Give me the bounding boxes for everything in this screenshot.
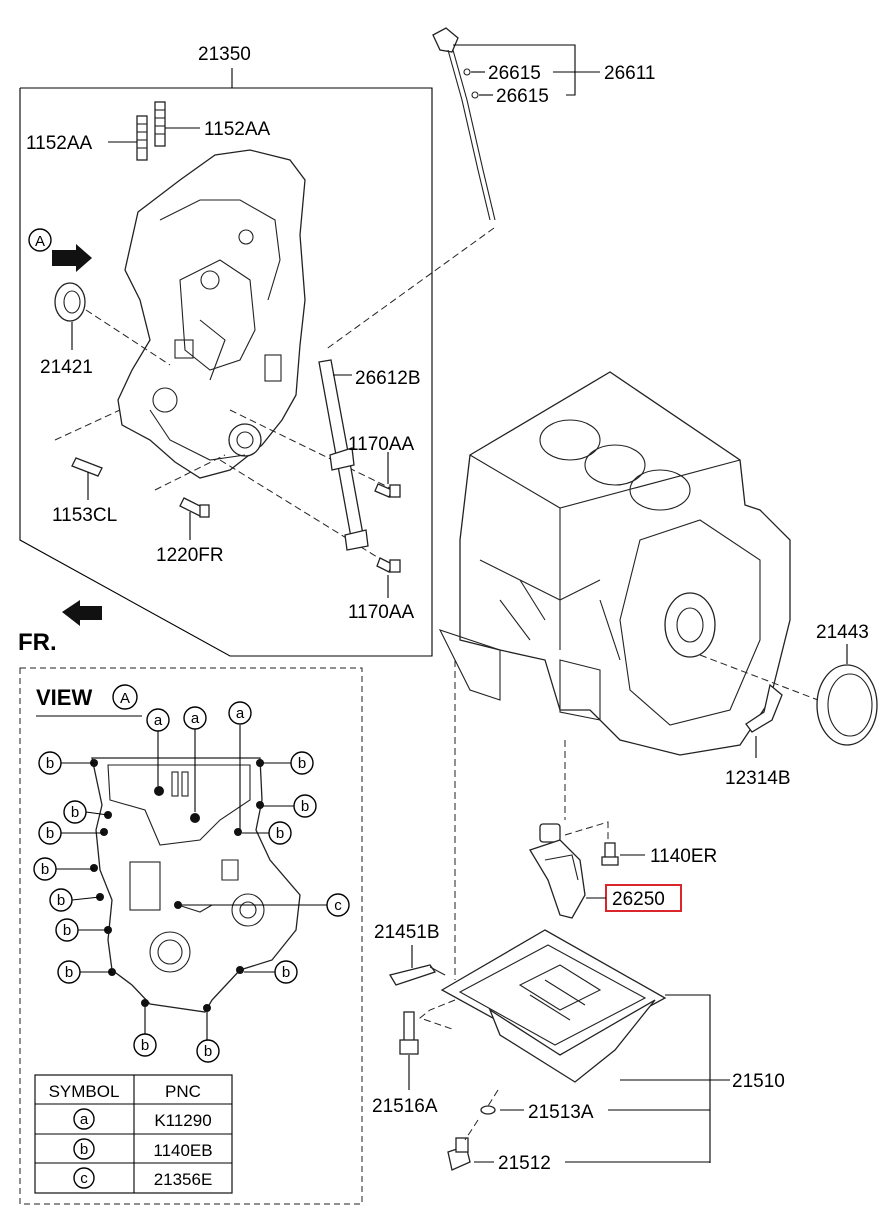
label-26250[interactable]: 26250 — [612, 889, 665, 910]
dipstick-group: 26615 26615 26611 26612B 1170AA 1170AA — [318, 27, 655, 623]
label-26615-top[interactable]: 26615 — [488, 63, 541, 84]
oil-strainer-26250-part[interactable] — [529, 823, 586, 919]
label-21510[interactable]: 21510 — [732, 1071, 785, 1092]
label-21350[interactable]: 21350 — [198, 44, 251, 65]
svg-text:b: b — [141, 1037, 149, 1054]
label-26615-bottom[interactable]: 26615 — [496, 86, 549, 107]
svg-text:a: a — [154, 712, 163, 729]
table-header-pnc: PNC — [165, 1082, 201, 1101]
arrow-icon — [62, 600, 102, 626]
svg-text:b: b — [298, 755, 306, 772]
symbol-a-2: a — [183, 706, 207, 730]
view-title: VIEW — [36, 685, 92, 710]
bolt-1170aa-top-part[interactable] — [374, 483, 401, 498]
view-a-marker: A — [35, 233, 45, 250]
svg-text:b: b — [41, 861, 49, 878]
svg-text:b: b — [204, 1043, 212, 1060]
oil-level-gauge-26611-part[interactable] — [432, 27, 496, 221]
svg-text:b: b — [65, 964, 73, 981]
symbol-c-marker: c — [182, 893, 350, 917]
label-1170aa-top[interactable]: 1170AA — [348, 434, 415, 455]
svg-text:b: b — [57, 892, 65, 909]
bolt-21516a-part[interactable] — [399, 1011, 419, 1055]
oil-seal-21421-part[interactable] — [54, 282, 86, 322]
label-1153cl[interactable]: 1153CL — [52, 505, 117, 526]
symbol-a-1: a — [146, 708, 170, 732]
label-21443[interactable]: 21443 — [816, 622, 869, 643]
symbol-a-3: a — [228, 701, 252, 725]
label-1170aa-bottom[interactable]: 1170AA — [348, 602, 415, 623]
label-21513a[interactable]: 21513A — [528, 1102, 594, 1123]
timing-cover-view-part[interactable] — [91, 757, 301, 1013]
cylinder-block-part[interactable] — [438, 371, 791, 756]
svg-text:b: b — [301, 798, 309, 815]
stud-1152aa-right-part[interactable] — [154, 101, 166, 147]
gasket-21513a-part[interactable] — [480, 1105, 496, 1115]
svg-text:b: b — [63, 922, 71, 939]
label-26611[interactable]: 26611 — [604, 63, 655, 84]
svg-text:b: b — [46, 825, 54, 842]
symbol-table: SYMBOL PNC a K11290 b 1140EB c 21356E — [34, 1074, 233, 1194]
guide-tube-26612b-part[interactable] — [318, 359, 369, 551]
symbol-circle-icon — [112, 684, 138, 710]
group-box-outline — [19, 87, 433, 657]
table-row-pnc[interactable]: K11290 — [154, 1111, 211, 1130]
svg-text:b: b — [71, 804, 79, 821]
label-1140er[interactable]: 1140ER — [650, 846, 717, 867]
svg-text:b: b — [282, 964, 290, 981]
stud-1153cl-part[interactable] — [71, 457, 103, 477]
table-row-pnc[interactable]: 1140EB — [153, 1141, 212, 1160]
label-21516a[interactable]: 21516A — [372, 1096, 438, 1117]
table-row-symbol: a — [80, 1111, 89, 1128]
plate-12314b-part[interactable] — [745, 683, 783, 733]
bolt-1140er-part[interactable] — [601, 842, 619, 866]
table-row-symbol: c — [80, 1170, 88, 1187]
bolt-1220fr-part[interactable] — [179, 497, 210, 518]
label-1220fr[interactable]: 1220FR — [156, 545, 224, 566]
label-21421[interactable]: 21421 — [40, 357, 93, 378]
svg-text:c: c — [334, 897, 342, 914]
label-26612b[interactable]: 26612B — [355, 368, 421, 389]
view-a-panel: VIEW A a — [19, 667, 363, 1205]
label-21451b[interactable]: 21451B — [374, 922, 440, 943]
svg-text:a: a — [191, 710, 200, 727]
view-a-border — [19, 667, 363, 1205]
view-title-circle: A — [120, 690, 130, 707]
arrow-icon — [52, 244, 92, 272]
rear-oil-seal-21443-part[interactable] — [816, 664, 878, 746]
drain-plug-21512-part[interactable] — [447, 1137, 471, 1171]
svg-text:b: b — [276, 825, 284, 842]
label-1152aa-right[interactable]: 1152AA — [204, 119, 271, 140]
symbol-circle-icon — [28, 228, 52, 252]
timing-cover-part[interactable] — [117, 149, 306, 479]
bolt-1170aa-bottom-part[interactable] — [376, 557, 401, 573]
front-direction-indicator: FR. — [18, 600, 102, 656]
svg-text:a: a — [236, 705, 245, 722]
symbol-b-markers: b b b b b b b b b b b b b — [33, 751, 317, 1063]
label-21512[interactable]: 21512 — [498, 1153, 551, 1174]
sealant-21451b-part[interactable] — [388, 964, 446, 986]
bolt-dots — [90, 759, 264, 1012]
table-row-pnc[interactable]: 21356E — [154, 1170, 213, 1189]
timing-cover-group: 21350 1152AA 1152AA A — [19, 44, 433, 657]
stud-1152aa-left-part[interactable] — [136, 115, 148, 161]
table-header-symbol: SYMBOL — [49, 1082, 120, 1101]
label-1152aa-left[interactable]: 1152AA — [26, 133, 93, 154]
svg-text:b: b — [46, 755, 54, 772]
label-12314b[interactable]: 12314B — [725, 768, 791, 789]
table-row-symbol: b — [80, 1141, 88, 1158]
oil-pan-21510-part[interactable] — [440, 929, 667, 1083]
label-fr: FR. — [18, 629, 57, 656]
